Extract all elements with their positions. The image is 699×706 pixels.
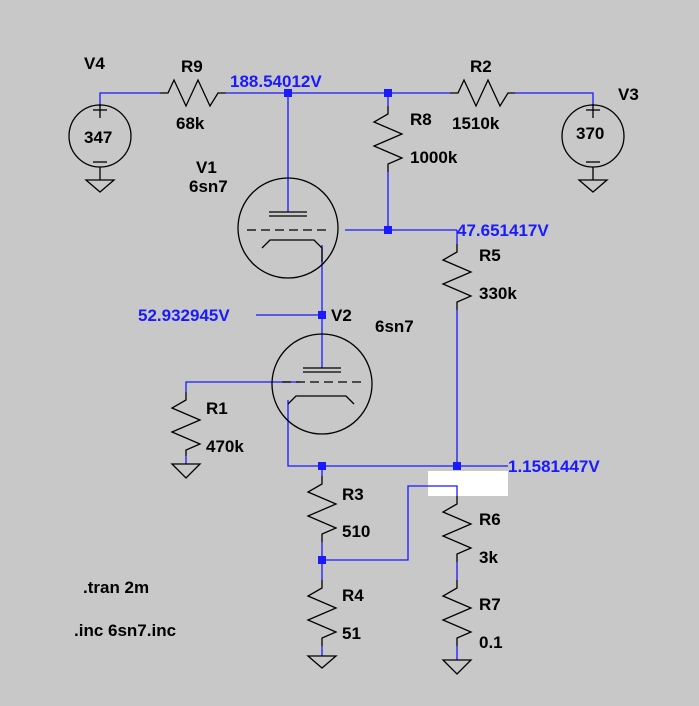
resistor-r2: [450, 78, 515, 108]
v3-value-label: 370: [576, 124, 604, 143]
r9-ref-label: R9: [181, 57, 203, 76]
v1-ref-label: V1: [196, 158, 217, 177]
r8-value-label: 1000k: [410, 148, 458, 167]
tube-v2[interactable]: [271, 333, 373, 435]
r2-value-label: 1510k: [452, 114, 500, 133]
r1-ref-label: R1: [206, 399, 228, 418]
tube-v1[interactable]: [237, 177, 339, 279]
r6-value-label: 3k: [479, 548, 498, 567]
voltage-source-v3[interactable]: [561, 104, 625, 180]
wires: [99, 92, 594, 660]
component-labels: V4 347 V3 370 R9 68k R2 1510k R8 1000k R…: [84, 54, 639, 652]
node-voltage-cathode-v1: 52.932945V: [138, 306, 230, 325]
r8-ref-label: R8: [410, 110, 432, 129]
junctions: [284, 89, 461, 564]
v4-ref-label: V4: [84, 54, 105, 73]
r2-ref-label: R2: [470, 57, 492, 76]
resistor-r6: [441, 496, 473, 562]
resistor-r1: [170, 392, 202, 456]
r4-ref-label: R4: [342, 586, 364, 605]
r3-ref-label: R3: [342, 485, 364, 504]
r3-value-label: 510: [342, 522, 370, 541]
resistor-r4: [306, 580, 338, 646]
r5-ref-label: R5: [479, 246, 501, 265]
node-voltage-grid-v1: 47.651417V: [457, 221, 549, 240]
node-voltage-plate-v1: 188.54012V: [230, 72, 322, 91]
resistor-r3: [306, 476, 338, 542]
voltage-source-v4[interactable]: [68, 104, 132, 180]
ground-symbols: [84, 179, 609, 675]
resistor-r7: [441, 580, 473, 646]
v2-ref-label: V2: [331, 306, 352, 325]
node-voltage-cathode-v2: 1.1581447V: [508, 457, 600, 476]
v2-model-label: 6sn7: [375, 317, 414, 336]
resistor-r5: [441, 244, 473, 310]
r9-value-label: 68k: [176, 114, 205, 133]
r5-value-label: 330k: [479, 284, 517, 303]
r7-value-label: 0.1: [479, 633, 503, 652]
r7-ref-label: R7: [479, 595, 501, 614]
v1-model-label: 6sn7: [189, 177, 228, 196]
resistor-r8: [372, 106, 404, 172]
selection-highlight: [428, 471, 508, 496]
tran-directive: .tran 2m: [83, 578, 149, 597]
resistor-r9: [160, 78, 226, 108]
v3-ref-label: V3: [618, 85, 639, 104]
spice-directives: .tran 2m .inc 6sn7.inc: [74, 578, 176, 640]
v4-value-label: 347: [84, 128, 112, 147]
node-voltage-labels: 188.54012V 47.651417V 52.932945V 1.15814…: [138, 72, 600, 476]
r4-value-label: 51: [342, 624, 361, 643]
resistor-symbols: [160, 78, 515, 646]
inc-directive: .inc 6sn7.inc: [74, 621, 176, 640]
r6-ref-label: R6: [479, 510, 501, 529]
r1-value-label: 470k: [206, 437, 244, 456]
